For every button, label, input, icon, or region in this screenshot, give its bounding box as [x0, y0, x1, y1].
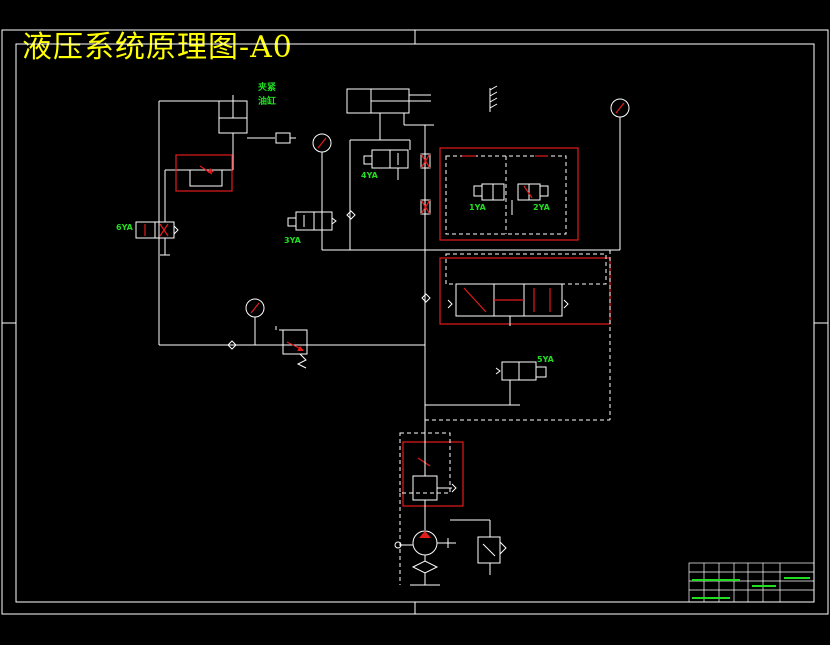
- valve-3ya: [287, 211, 337, 231]
- pilot-relief-valve: [399, 432, 464, 507]
- pressure-gauge-left: [245, 298, 265, 345]
- throttle-small-1: [420, 153, 431, 169]
- hydraulic-pump: [394, 530, 456, 556]
- relief-valve-left: [275, 326, 308, 369]
- label-5ya: 5YA: [537, 355, 555, 364]
- relief-valve-pump: [450, 519, 507, 575]
- label-6ya: 6YA: [116, 223, 134, 232]
- oil-filter: [410, 555, 440, 586]
- label-2ya: 2YA: [533, 203, 551, 212]
- pressure-switch: [247, 132, 296, 144]
- drawing-title: 液压系统原理图-A0: [22, 30, 293, 65]
- pressure-gauge-right: [610, 98, 630, 250]
- synchronous-valve-block: [439, 147, 579, 241]
- work-cylinder: [346, 88, 431, 114]
- label-1ya: 1YA: [469, 203, 487, 212]
- label-4ya: 4YA: [361, 171, 379, 180]
- pressure-gauge-middle: [312, 133, 332, 250]
- cylinder-note-line-2: 油缸: [258, 95, 276, 107]
- valve-4ya: [363, 149, 409, 169]
- stop-wall: [489, 85, 498, 112]
- top-middle-lines: [349, 113, 434, 250]
- main-directional-valves: [439, 253, 611, 326]
- throttle-small-2: [420, 199, 431, 215]
- valve-5ya: [495, 361, 547, 405]
- cylinder-note-line-1: 夹紧: [258, 81, 276, 93]
- label-3ya: 3YA: [284, 236, 302, 245]
- clamp-cylinder: [218, 95, 248, 134]
- valve-6ya: [135, 221, 179, 239]
- throttle-check-valve: [175, 154, 233, 192]
- title-block: [688, 562, 815, 603]
- drawing-frame: [1, 29, 829, 615]
